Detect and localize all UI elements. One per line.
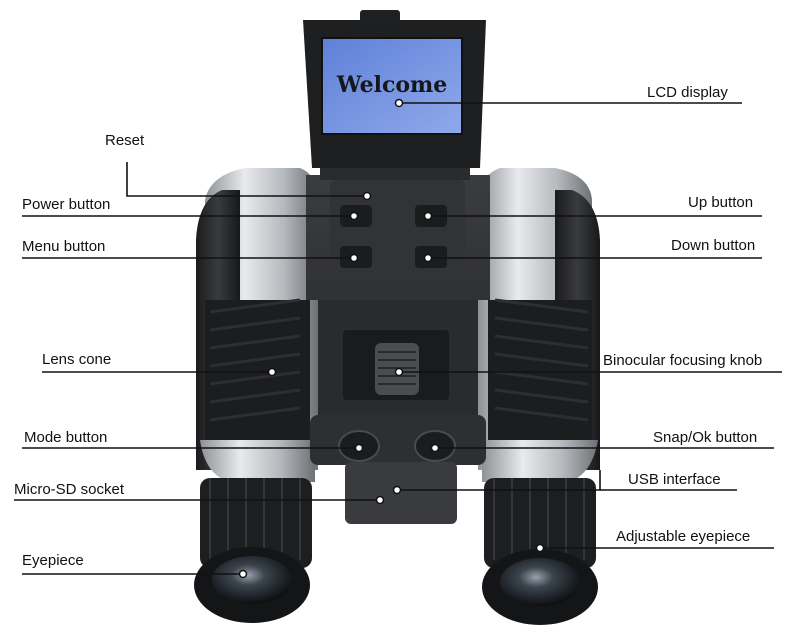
focusing-knob <box>343 330 449 400</box>
leader-reset <box>126 162 367 197</box>
dot-down-button <box>423 253 433 263</box>
label-down-button: Down button <box>671 237 756 254</box>
marker-dots <box>238 98 545 579</box>
dot-eyepiece <box>238 569 248 579</box>
dot-lens-cone <box>267 367 277 377</box>
dot-focusing-knob <box>394 367 404 377</box>
label-up-button: Up button <box>688 194 754 211</box>
screen-welcome-text: Welcome <box>336 72 448 98</box>
label-micro-sd-socket: Micro-SD socket <box>14 481 125 498</box>
label-eyepiece: Eyepiece <box>22 552 84 569</box>
label-reset: Reset <box>105 132 145 149</box>
dot-reset <box>362 191 372 201</box>
right-barrel <box>478 168 600 482</box>
label-adjustable-eyepiece: Adjustable eyepiece <box>616 528 751 545</box>
leader-lines <box>14 102 782 575</box>
lcd-display <box>303 10 486 180</box>
label-focusing-knob: Binocular focusing knob <box>603 352 763 369</box>
label-power-button: Power button <box>22 196 111 213</box>
dot-menu-button <box>349 253 359 263</box>
label-usb-interface: USB interface <box>628 471 721 488</box>
label-lcd-display: LCD display <box>647 84 728 101</box>
dot-micro-sd-socket <box>375 495 385 505</box>
label-menu-button: Menu button <box>22 238 106 255</box>
dot-usb-interface <box>392 485 402 495</box>
left-barrel <box>196 168 318 482</box>
label-mode-button: Mode button <box>24 429 108 446</box>
right-eyepiece <box>482 478 598 625</box>
dot-power-button <box>349 211 359 221</box>
dot-up-button <box>423 211 433 221</box>
label-lens-cone: Lens cone <box>42 351 112 368</box>
dot-mode-button <box>354 443 364 453</box>
dot-lcd-display <box>394 98 404 108</box>
dot-snap-ok-button <box>430 443 440 453</box>
dot-adjustable-eyepiece <box>535 543 545 553</box>
label-snap-ok-button: Snap/Ok button <box>653 429 758 446</box>
